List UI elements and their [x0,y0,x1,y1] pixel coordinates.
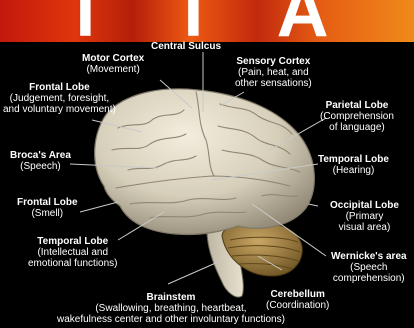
label-brocas-area: Broca's Area (Speech) [10,150,71,172]
leader-occipital-lobe [308,204,318,206]
label-description: (Speech) [10,161,71,172]
label-title: Temporal Lobe [28,236,118,247]
label-title: Frontal Lobe [17,197,78,208]
label-frontal-lobe-upper: Frontal Lobe (Judgement, foresight, and … [3,82,116,115]
label-description: other sensations) [235,78,312,89]
label-title: Frontal Lobe [3,82,116,93]
label-description: (Hearing) [318,165,389,176]
label-title: Temporal Lobe [318,154,389,165]
label-motor-cortex: Motor Cortex (Movement) [82,53,144,75]
label-temporal-lobe-left: Temporal Lobe (Intellectual and emotiona… [28,236,118,269]
leader-brainstem [168,262,218,284]
cerebrum-shape [95,89,315,235]
label-wernickes-area: Wernicke's area (Speech comprehension) [331,251,407,284]
label-parietal-lobe: Parietal Lobe (Comprehension of language… [320,100,394,133]
label-description: (Movement) [82,64,144,75]
label-temporal-lobe-right: Temporal Lobe (Hearing) [318,154,389,176]
label-title: Parietal Lobe [320,100,394,111]
label-title: Motor Cortex [82,53,144,64]
label-description: visual area) [330,222,399,233]
label-description: (Pain, heat, and [235,67,312,78]
label-description: (Judgement, foresight, [3,93,116,104]
label-description: of language) [320,122,394,133]
label-description: (Intellectual and [28,247,118,258]
label-description: (Speech [331,262,407,273]
label-description: wakefulness center and other involuntary… [57,314,285,325]
label-title: Brainstem [57,292,285,303]
label-description: (Smell) [17,208,78,219]
label-sensory-cortex: Sensory Cortex (Pain, heat, and other se… [235,56,312,89]
label-occipital-lobe: Occipital Lobe (Primary visual area) [330,200,399,233]
label-description: and voluntary movement) [3,104,116,115]
label-description: (Swallowing, breathing, heartbeat, [57,303,285,314]
label-frontal-lobe-lower: Frontal Lobe (Smell) [17,197,78,219]
label-title: Sensory Cortex [235,56,312,67]
label-title: Wernicke's area [331,251,407,262]
label-description: (Comprehension [320,111,394,122]
label-description: (Primary [330,211,399,222]
label-title: Occipital Lobe [330,200,399,211]
label-central-sulcus: Central Sulcus [151,41,221,52]
leader-frontal-lobe-lower [80,202,118,212]
label-description: emotional functions) [28,258,118,269]
label-brainstem: Brainstem (Swallowing, breathing, heartb… [57,292,285,325]
label-description: comprehension) [331,273,407,284]
label-title: Central Sulcus [151,41,221,52]
label-title: Broca's Area [10,150,71,161]
